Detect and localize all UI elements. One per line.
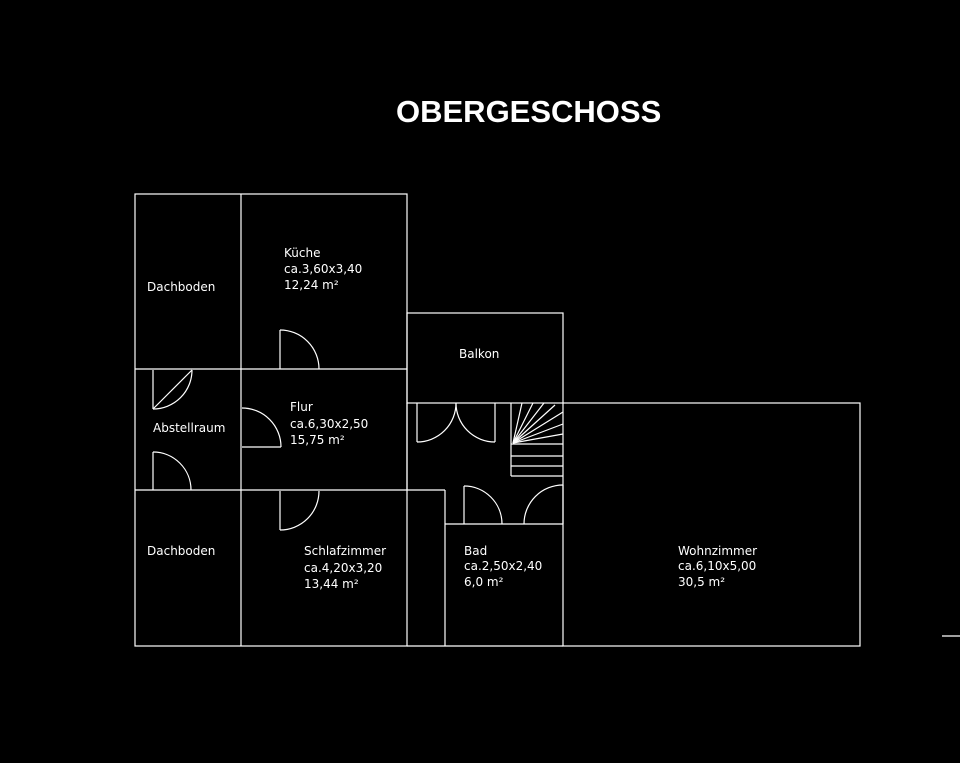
plan-title: OBERGESCHOSS (396, 94, 661, 129)
room-name: Balkon (459, 347, 499, 361)
door-wohnzimmer (523, 484, 564, 525)
room-dachboden-top: Dachboden (147, 280, 215, 294)
room-name: Dachboden (147, 280, 215, 294)
door-flur (241, 407, 282, 448)
room-dims: ca.6,10x5,00 (678, 559, 756, 573)
room-area: 30,5 m² (678, 575, 725, 589)
room-dachboden-bottom: Dachboden (147, 544, 215, 558)
room-area: 6,0 m² (464, 575, 504, 589)
room-area: 15,75 m² (290, 433, 345, 447)
room-dims: ca.4,20x3,20 (304, 561, 382, 575)
staircase (510, 402, 564, 477)
room-kueche: Küche ca.3,60x3,40 12,24 m² (284, 246, 362, 292)
room-name: Schlafzimmer (304, 544, 386, 558)
room-dims: ca.6,30x2,50 (290, 417, 368, 431)
room-wohnzimmer: Wohnzimmer ca.6,10x5,00 30,5 m² (678, 544, 757, 589)
room-area: 13,44 m² (304, 577, 359, 591)
room-name: Küche (284, 246, 320, 260)
door-kueche (279, 329, 320, 370)
door-abstellraum-bottom (152, 451, 192, 491)
door-balkon-left (416, 402, 457, 443)
door-schlafzimmer (279, 490, 320, 531)
room-name: Abstellraum (153, 421, 225, 435)
room-area: 12,24 m² (284, 278, 339, 292)
walls (134, 193, 960, 647)
room-balkon: Balkon (459, 347, 499, 361)
door-abstellraum-top (152, 369, 193, 410)
room-flur: Flur ca.6,30x2,50 15,75 m² (290, 400, 368, 447)
room-name: Dachboden (147, 544, 215, 558)
room-schlafzimmer: Schlafzimmer ca.4,20x3,20 13,44 m² (304, 544, 386, 591)
room-bad: Bad ca.2,50x2,40 6,0 m² (464, 544, 542, 589)
room-dims: ca.2,50x2,40 (464, 559, 542, 573)
doors (152, 329, 564, 531)
room-name: Flur (290, 400, 313, 414)
door-balkon-right (455, 402, 496, 443)
room-name: Wohnzimmer (678, 544, 757, 558)
room-name: Bad (464, 544, 487, 558)
room-abstellraum: Abstellraum (153, 421, 225, 435)
room-dims: ca.3,60x3,40 (284, 262, 362, 276)
door-bad (463, 485, 503, 525)
